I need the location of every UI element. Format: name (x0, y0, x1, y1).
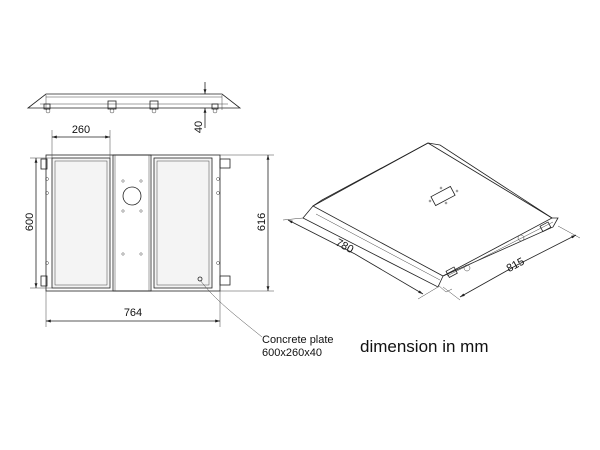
dim-iso-width: 815 (505, 256, 527, 275)
side-view: 40 (26, 82, 242, 133)
dim-side-height: 40 (193, 121, 205, 133)
isometric-view: 780 815 (282, 142, 581, 301)
dim-plate-width: 260 (72, 124, 90, 136)
annotation-line-2: 600x260x40 (262, 347, 322, 359)
dim-overall-height-outer: 616 (256, 213, 268, 231)
dim-iso-length: 780 (333, 237, 355, 256)
annotation-line-1: Concrete plate (262, 334, 334, 346)
unit-note: dimension in mm (360, 337, 489, 356)
dim-overall-width: 764 (124, 307, 142, 319)
dim-overall-height: 600 (24, 213, 36, 231)
top-view: 260 600 616 764 (24, 124, 274, 338)
